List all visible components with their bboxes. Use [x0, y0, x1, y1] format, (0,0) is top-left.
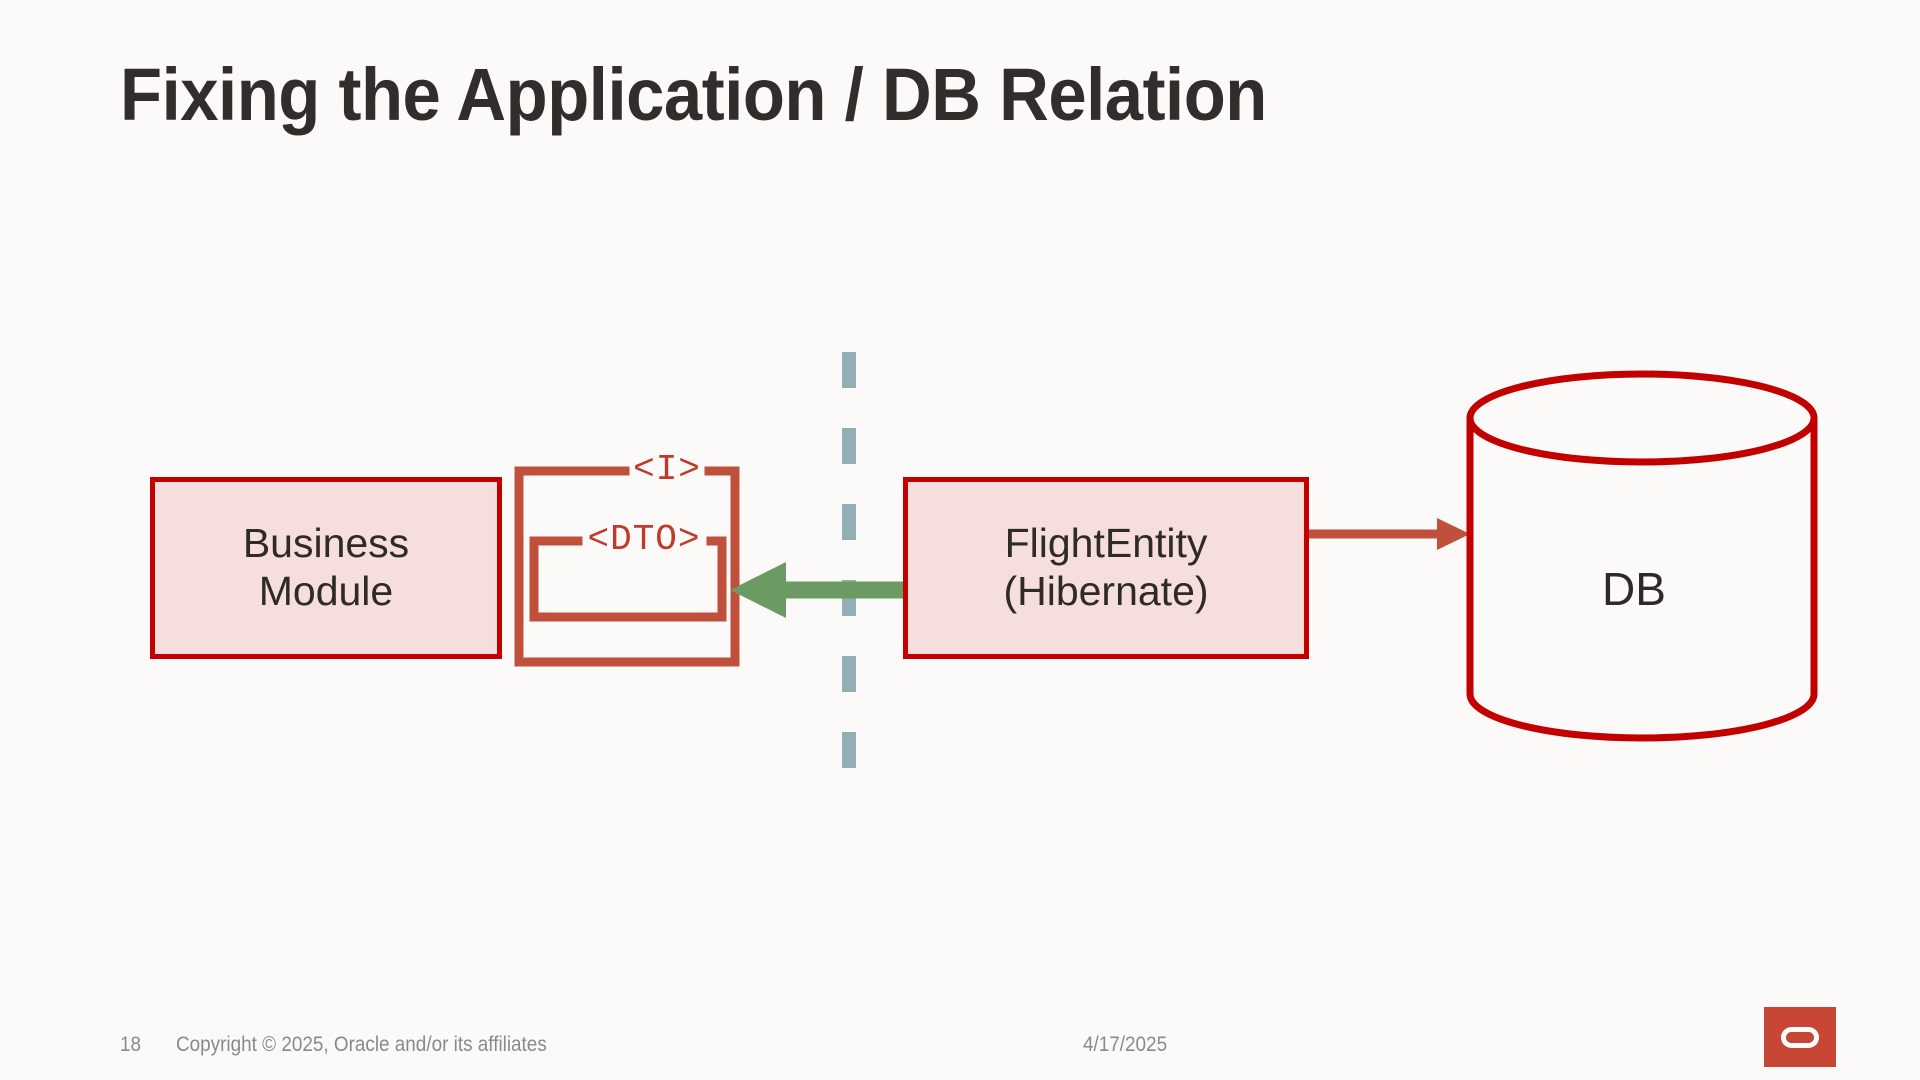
entity-to-dto-arrow — [730, 562, 903, 618]
database-cylinder-shape — [1466, 370, 1818, 742]
footer-date: 4/17/2025 — [1083, 1033, 1168, 1056]
node-label-line1: FlightEntity — [1004, 520, 1208, 567]
footer-copyright: Copyright © 2025, Oracle and/or its affi… — [176, 1033, 547, 1056]
footer-page-number: 18 — [120, 1033, 142, 1056]
interface-bracket-shape — [514, 466, 740, 667]
node-flight-entity-label: FlightEntity (Hibernate) — [1003, 520, 1208, 616]
page-title: Fixing the Application / DB Relation — [120, 53, 1267, 136]
database-label: DB — [1602, 563, 1666, 615]
node-label-line2: (Hibernate) — [1003, 568, 1209, 614]
interface-bracket-label: <I> — [633, 449, 701, 490]
oracle-o-mark — [1781, 1026, 1819, 1048]
dto-bracket-shape — [529, 536, 727, 622]
entity-to-db-arrow — [1309, 518, 1470, 550]
node-label-line1: Business — [242, 520, 410, 567]
node-business-module[interactable]: Business Module — [150, 477, 502, 659]
dto-bracket-label: <DTO> — [587, 519, 701, 560]
node-business-module-label: Business Module — [243, 520, 409, 616]
node-label-line2: Module — [258, 568, 394, 614]
oracle-logo-icon — [1764, 1007, 1836, 1067]
node-flight-entity[interactable]: FlightEntity (Hibernate) — [903, 477, 1309, 659]
